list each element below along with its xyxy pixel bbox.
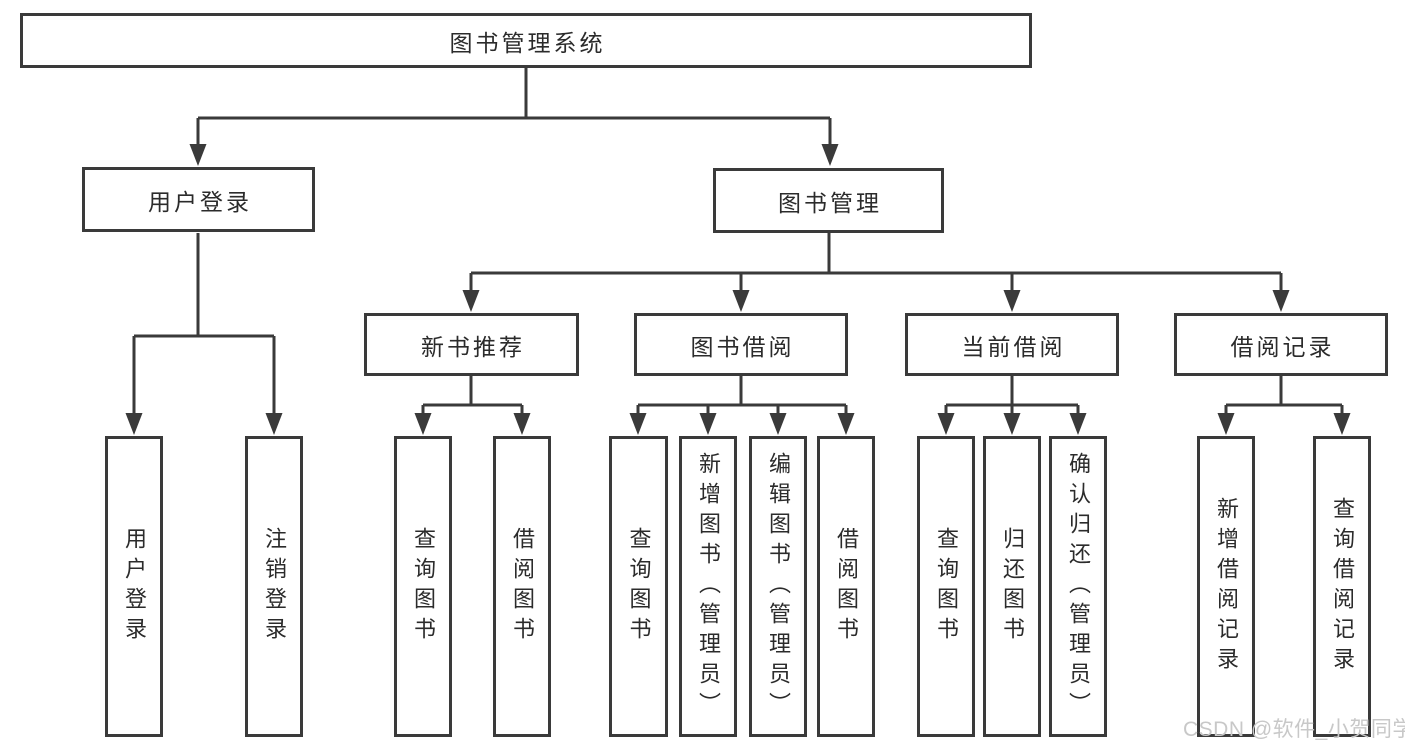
leaf-cb-return-books-label: 归还图书 <box>1000 526 1025 647</box>
node-new-book-recommend: 新书推荐 <box>364 313 579 376</box>
leaf-br-query-record-label: 查询借阅记录 <box>1330 496 1355 677</box>
node-user-login-label: 用户登录 <box>148 188 252 215</box>
node-current-borrowing: 当前借阅 <box>905 313 1119 376</box>
node-new-book-recommend-label: 新书推荐 <box>421 333 525 360</box>
leaf-br-query-record: 查询借阅记录 <box>1313 436 1371 737</box>
leaf-nb-borrow-books: 借阅图书 <box>493 436 551 737</box>
leaf-cb-query-books: 查询图书 <box>917 436 975 737</box>
leaf-nb-borrow-books-label: 借阅图书 <box>510 526 535 647</box>
leaf-logout: 注销登录 <box>245 436 303 737</box>
leaf-bb-edit-books-admin: 编辑图书（管理员） <box>749 436 807 737</box>
node-user-login: 用户登录 <box>82 167 315 232</box>
node-book-borrowing: 图书借阅 <box>634 313 848 376</box>
node-root: 图书管理系统 <box>20 13 1032 68</box>
leaf-br-add-record-label: 新增借阅记录 <box>1214 496 1239 677</box>
leaf-bb-query-books-label: 查询图书 <box>626 526 652 647</box>
leaf-bb-edit-books-admin-label: 编辑图书（管理员） <box>766 451 791 722</box>
leaf-bb-query-books: 查询图书 <box>609 436 668 737</box>
leaf-nb-query-books: 查询图书 <box>394 436 452 737</box>
leaf-bb-borrow-books-label: 借阅图书 <box>834 526 859 647</box>
node-book-management-label: 图书管理 <box>778 189 882 216</box>
leaf-cb-confirm-return-admin-label: 确认归还（管理员） <box>1066 451 1091 722</box>
csdn-watermark: CSDN @软件_小贺同学 <box>1183 718 1405 741</box>
leaf-bb-add-books-admin-label: 新增图书（管理员） <box>696 451 721 722</box>
leaf-logout-label: 注销登录 <box>262 526 287 647</box>
leaf-nb-query-books-label: 查询图书 <box>411 526 436 647</box>
node-borrowing-records-label: 借阅记录 <box>1230 333 1335 360</box>
leaf-cb-confirm-return-admin: 确认归还（管理员） <box>1049 436 1107 737</box>
leaf-br-add-record: 新增借阅记录 <box>1197 436 1255 737</box>
leaf-user-login: 用户登录 <box>105 436 163 737</box>
leaf-bb-borrow-books: 借阅图书 <box>817 436 875 737</box>
leaf-cb-return-books: 归还图书 <box>983 436 1041 737</box>
connector-lines <box>132 68 1344 417</box>
node-book-management: 图书管理 <box>713 168 944 233</box>
leaf-cb-query-books-label: 查询图书 <box>934 526 959 647</box>
leaf-bb-add-books-admin: 新增图书（管理员） <box>679 436 737 737</box>
node-root-label: 图书管理系统 <box>449 29 606 56</box>
node-book-borrowing-label: 图书借阅 <box>690 333 795 360</box>
leaf-user-login-label: 用户登录 <box>122 526 147 647</box>
node-borrowing-records: 借阅记录 <box>1174 313 1388 376</box>
node-current-borrowing-label: 当前借阅 <box>961 333 1066 360</box>
